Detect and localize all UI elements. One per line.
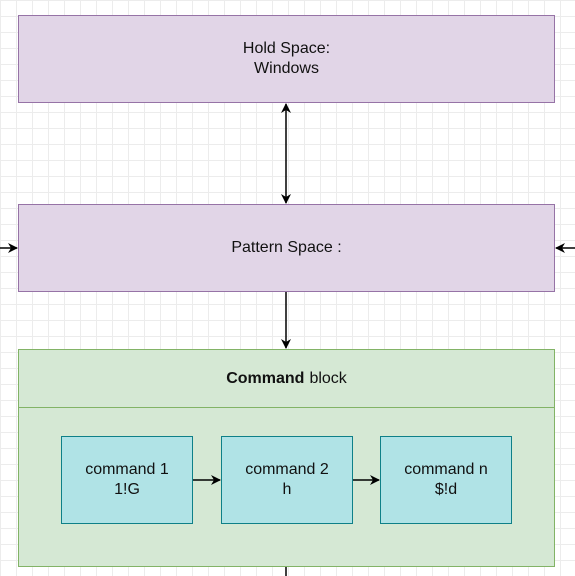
command-n-box[interactable]: command n $!d bbox=[380, 436, 512, 524]
command-n-code: $!d bbox=[434, 481, 458, 498]
command-block-header: Command block bbox=[19, 350, 554, 408]
command-2-code: h bbox=[282, 481, 292, 498]
hold-space-label: Hold Space: bbox=[242, 40, 331, 57]
command-block-title-rest: block bbox=[309, 369, 347, 387]
command-block-title-bold: Command bbox=[226, 369, 305, 387]
command-1-name: command 1 bbox=[85, 461, 169, 478]
command-2-name: command 2 bbox=[245, 461, 329, 478]
command-2-box[interactable]: command 2 h bbox=[221, 436, 353, 524]
pattern-space-label: Pattern Space : bbox=[231, 239, 342, 256]
command-1-box[interactable]: command 1 1!G bbox=[61, 436, 193, 524]
pattern-space-box[interactable]: Pattern Space : bbox=[18, 204, 555, 292]
command-1-code: 1!G bbox=[114, 481, 140, 498]
hold-space-box[interactable]: Hold Space: Windows bbox=[18, 15, 555, 103]
command-n-name: command n bbox=[404, 461, 488, 478]
hold-space-value: Windows bbox=[254, 60, 319, 77]
